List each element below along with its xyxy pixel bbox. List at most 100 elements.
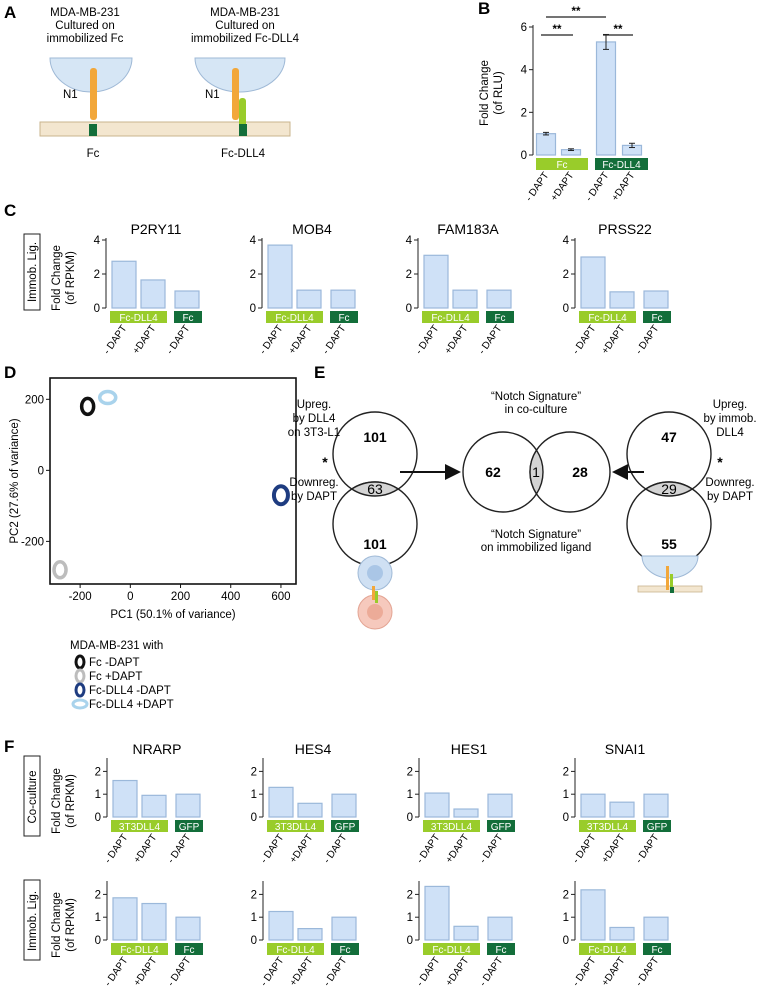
panel-b-x-label: +DAPT: [549, 170, 577, 203]
panel-f-row0-chart-0-title: NRARP: [132, 741, 181, 757]
panel-f-row0-chart-2-bar: [487, 793, 513, 818]
venn-right-top-label: by immob.: [703, 413, 756, 425]
panel-b-y-title: Fold Change: [479, 60, 491, 126]
notch1-receptor-right: [232, 68, 239, 120]
panel-f-row0-chart-1-y-tick-label: 1: [251, 789, 257, 801]
panel-f-row1-chart-2-group-box: [487, 943, 515, 955]
panel-c-chart-0-bar: [174, 290, 200, 309]
panel-f-row0-chart-0-y-tick-label: 2: [95, 766, 101, 778]
panel-a-left-title: MDA-MB-231: [50, 7, 120, 19]
panel-f-row0-chart-2-group-label: GFP: [491, 822, 512, 833]
venn-mid-top-title: in co-culture: [505, 404, 568, 416]
panel-f-row0-chart-2-x-label: - DAPT: [415, 832, 443, 865]
panel-letter-a: A: [4, 3, 16, 22]
panel-f-row1-chart-3-y-tick-label: 2: [563, 889, 569, 901]
panel-b-x-label: - DAPT: [584, 170, 612, 203]
panel-d-point: [79, 396, 96, 417]
panel-c-chart-2-group-label: Fc-DLL4: [431, 313, 470, 324]
panel-f-y-title: (of RPKM): [65, 898, 77, 952]
venn-left-top-label: by DLL4: [293, 413, 336, 425]
venn-right-count: 47: [661, 429, 677, 445]
venn-right-bottom-label: by DAPT: [707, 491, 753, 503]
panel-b-group-label: Fc: [556, 160, 567, 171]
venn-left-bottom-label: Downreg.: [289, 477, 338, 489]
panel-f-row0-chart-2-bar: [424, 792, 450, 818]
panel-f-row1-chart-3-group-label: Fc: [651, 945, 662, 956]
panel-c-chart-1-x-label: - DAPT: [321, 323, 349, 356]
panel-c-chart-0-group-label: Fc-DLL4: [119, 313, 158, 324]
panel-f-row1-chart-0-group-label: Fc: [183, 945, 194, 956]
panel-c-chart-0-x-label: - DAPT: [165, 323, 193, 356]
panel-f-row0-chart-0-x-label: +DAPT: [132, 832, 160, 865]
panel-c-y-title: (of RPKM): [65, 251, 77, 305]
panel-f-row0-chart-3-x-label: +DAPT: [600, 832, 628, 865]
panel-f-row1-chart-0-x-label: +DAPT: [132, 955, 160, 988]
venn-left-count: 63: [367, 481, 383, 497]
panel-c-chart-3-bar: [609, 291, 635, 309]
panel-f-row0-chart-0-group-label: GFP: [179, 822, 200, 833]
panel-c-chart-0-bar: [111, 260, 137, 309]
panel-f-row1-chart-1-y-tick-label: 0: [251, 935, 257, 947]
panel-f-row1-chart-2-y-tick-label: 2: [407, 889, 413, 901]
panel-f-row0-chart-2-y-tick-label: 1: [407, 789, 413, 801]
panel-f-row0-chart-0-group-box: [111, 820, 168, 832]
panel-f-row0-chart-3-y-tick-label: 0: [563, 812, 569, 824]
venn-mid-count: 1: [532, 464, 540, 480]
venn-left-top-label: on 3T3-L1: [288, 427, 340, 439]
panel-c-chart-1-group-label: Fc: [338, 313, 349, 324]
panel-f-row1-chart-0-bar: [112, 897, 138, 941]
panel-d-y-tick-label: 0: [38, 465, 44, 477]
panel-b-bar: [535, 133, 557, 156]
panel-f-row0-chart-0-y-tick-label: 0: [95, 812, 101, 824]
panel-d-x-title: PC1 (50.1% of variance): [110, 609, 235, 621]
panel-f-row0-chart-0-x-label: - DAPT: [103, 832, 131, 865]
venn-mid-bottom-title: “Notch Signature”: [491, 529, 581, 541]
panel-d-legend-entry: Fc +DAPT: [89, 671, 142, 683]
panel-f-row1-chart-3-group-box: [579, 943, 636, 955]
panel-f-row1-chart-0-group-box: [111, 943, 168, 955]
panel-c-chart-1-group-box: [266, 311, 323, 323]
panel-f-row1-chart-3-bar: [643, 916, 669, 941]
panel-letter-d: D: [4, 363, 16, 382]
panel-f-row0-chart-3-y-tick-label: 2: [563, 766, 569, 778]
panel-c-chart-2-x-label: - DAPT: [414, 323, 442, 356]
panel-f-row1-chart-1-y-tick-label: 2: [251, 889, 257, 901]
panel-b-x-label: - DAPT: [524, 170, 552, 203]
panel-f-row0-chart-2-bar: [453, 808, 479, 818]
panel-c-chart-1-x-label: - DAPT: [258, 323, 286, 356]
panel-f-row0-chart-3-bar: [609, 801, 635, 818]
panel-c-chart-1-x-label: +DAPT: [287, 323, 315, 356]
venn-left-star: *: [322, 454, 328, 470]
panel-f-row1-chart-1-group-box: [267, 943, 324, 955]
panel-f-row0-chart-2-group-label: 3T3DLL4: [431, 822, 473, 833]
panel-f-row0-chart-3-bar: [580, 793, 606, 818]
panel-a-right-title: immobilized Fc-DLL4: [191, 33, 300, 45]
panel-d-x-tick-label: 200: [171, 591, 190, 603]
fc-anchor-right: [239, 124, 247, 136]
panel-f-row1-chart-3-y-tick-label: 0: [563, 935, 569, 947]
panel-c-chart-1-group-label: Fc-DLL4: [275, 313, 314, 324]
venn-mid-overlap: [529, 448, 544, 496]
panel-f-row1-chart-1-bar: [331, 916, 357, 941]
panel-c-chart-0-y-tick-label: 2: [94, 269, 100, 281]
panel-b-group-box: [536, 158, 588, 170]
panel-c-side-box: [23, 233, 41, 311]
panel-f-row1-chart-1-group-box: [331, 943, 359, 955]
panel-b-y-tick-label: 6: [521, 22, 527, 34]
panel-f-row0-chart-1-group-box: [267, 820, 324, 832]
panel-f-side-label: Co-culture: [27, 770, 39, 823]
panel-d-legend-marker: [71, 698, 89, 710]
panel-f-row0-chart-1-x-label: - DAPT: [322, 832, 350, 865]
panel-c-chart-3-group-box: [643, 311, 671, 323]
panel-f-row0-chart-1-bar: [268, 786, 294, 818]
panel-c-chart-0-bar: [140, 279, 166, 309]
panel-f-y-title: Fold Change: [51, 892, 63, 958]
panel-c-chart-0-x-label: +DAPT: [131, 323, 159, 356]
coculture-notch: [372, 586, 375, 600]
panel-f-row1-chart-0-y-tick-label: 2: [95, 889, 101, 901]
panel-f-row1-chart-1-x-label: +DAPT: [288, 955, 316, 988]
panel-f-row1-chart-3-x-label: +DAPT: [600, 955, 628, 988]
panel-d-legend-entry: Fc-DLL4 +DAPT: [89, 699, 174, 711]
panel-f-row1-chart-1-y-tick-label: 1: [251, 912, 257, 924]
